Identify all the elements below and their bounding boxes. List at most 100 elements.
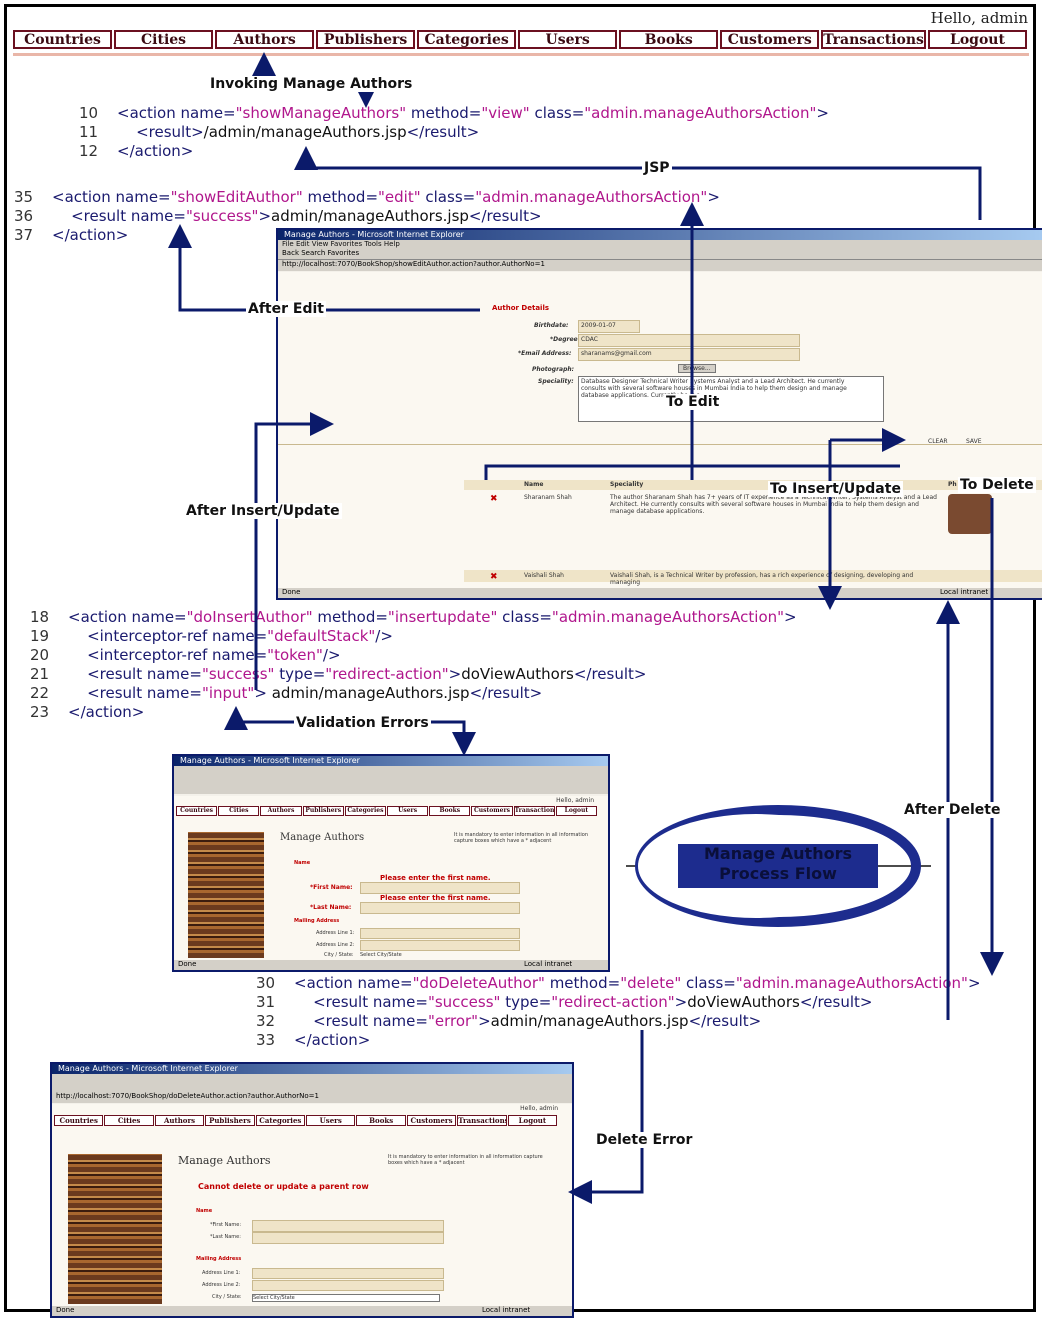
code-token: method=	[302, 188, 379, 206]
code-token: method=	[544, 974, 621, 992]
code-token: >	[784, 608, 797, 626]
speciality-label: Speciality:	[538, 378, 574, 385]
code-token: >	[478, 1012, 491, 1030]
label-after-delete: After Delete	[902, 802, 1003, 818]
mandatory-note: It is mandatory to enter information in …	[388, 1154, 543, 1166]
code-token: </result>	[469, 684, 543, 702]
row2-name: Vaishali Shah	[524, 572, 564, 579]
code-token: "doInsertAuthor"	[186, 608, 313, 626]
section-author-details: Author Details	[492, 304, 550, 312]
nav-item-countries[interactable]: Countries	[13, 30, 113, 49]
code-token: >	[816, 104, 829, 122]
addr2-label: Address Line 2:	[202, 1282, 241, 1288]
nav-item-users[interactable]: Users	[518, 30, 618, 49]
code-token: </result>	[573, 665, 647, 683]
code-line: 35<action name="showEditAuthor" method="…	[14, 188, 720, 207]
code-token: method=	[406, 104, 482, 122]
arrow-branch	[484, 464, 900, 480]
line-number: 23	[30, 703, 50, 721]
label-jsp: JSP	[642, 160, 672, 176]
nav-item-categories[interactable]: Categories	[417, 30, 517, 49]
nav-divider	[13, 53, 1029, 56]
code-token: <action name=	[52, 188, 171, 206]
mandatory-note: It is mandatory to enter information in …	[454, 832, 588, 844]
code-line: 11 <result>/admin/manageAuthors.jsp</res…	[79, 123, 829, 142]
line-number: 19	[30, 627, 50, 645]
nav-item-users: Users	[387, 806, 429, 816]
col-speciality: Speciality	[610, 481, 644, 488]
addr2-field	[252, 1280, 444, 1291]
last-name-field	[252, 1232, 444, 1244]
nav-item-authors[interactable]: Authors	[215, 30, 315, 49]
code-token: admin/manageAuthors.jsp	[490, 1012, 689, 1030]
code-do-delete-author: 30<action name="doDeleteAuthor" method="…	[256, 974, 981, 1050]
label-to-delete: To Delete	[958, 477, 1036, 493]
nav-item-books[interactable]: Books	[619, 30, 719, 49]
line-number: 11	[79, 123, 99, 141]
nav-item-categories: Categories	[344, 806, 387, 816]
code-token: <result name=	[68, 665, 202, 683]
nav-item-publishers: Publishers	[302, 806, 344, 816]
code-token: "insertupdate"	[387, 608, 498, 626]
label-after-insert: After Insert/Update	[184, 503, 342, 519]
nav-item-cities: Cities	[104, 1115, 154, 1126]
error-first-name: Please enter the first name.	[380, 874, 491, 882]
delete-x-icon-2: ✖	[490, 572, 498, 582]
email-field: sharanams@gmail.com	[581, 350, 652, 357]
line-number: 18	[30, 608, 50, 626]
nav-item-customers[interactable]: Customers	[720, 30, 820, 49]
code-token: <result name=	[68, 684, 202, 702]
nav-item-categories: Categories	[255, 1115, 306, 1126]
code-line: 23</action>	[30, 703, 797, 722]
city-select: Select City/State	[360, 952, 402, 958]
code-token: "redirect-action"	[325, 665, 449, 683]
save-button: SAVE	[966, 438, 982, 445]
label-delete-error: Delete Error	[594, 1132, 695, 1148]
line-number: 10	[79, 104, 99, 122]
code-token: <action name=	[117, 104, 236, 122]
code-token: <interceptor-ref name=	[68, 627, 268, 645]
nav-item-countries: Countries	[54, 1115, 104, 1126]
code-token: "redirect-action"	[551, 993, 675, 1011]
name-header: Name	[196, 1208, 213, 1214]
nav-item-logout[interactable]: Logout	[927, 30, 1027, 49]
degree-label: *Degree:	[550, 336, 580, 343]
nav-item-publishers[interactable]: Publishers	[316, 30, 416, 49]
nav-item-cities[interactable]: Cities	[114, 30, 214, 49]
arrow-after-insert	[254, 412, 334, 690]
code-token: method=	[312, 608, 388, 626]
nav-item-logout: Logout	[555, 806, 598, 816]
code-token: "admin.manageAuthorsAction"	[584, 104, 817, 122]
code-line: 18<action name="doInsertAuthor" method="…	[30, 608, 797, 627]
addr1-label: Address Line 1:	[316, 930, 355, 936]
addr2-field	[360, 940, 520, 951]
delete-x-icon: ✖	[490, 494, 498, 504]
edit-author-screenshot: Manage Authors - Microsoft Internet Expl…	[276, 228, 1042, 600]
code-token: >	[707, 188, 720, 206]
arrow-after-edit	[168, 224, 480, 312]
code-token: "showEditAuthor"	[170, 188, 303, 206]
last-name-field	[360, 902, 520, 914]
code-token: >	[448, 665, 462, 683]
mini-greeting: Hello, admin	[520, 1105, 558, 1112]
code-token: />	[375, 627, 393, 645]
code-token: "delete"	[620, 974, 682, 992]
logo-line1: Manage Authors	[704, 844, 852, 863]
code-line: 10<action name="showManageAuthors" metho…	[79, 104, 829, 123]
code-token: </result>	[799, 993, 873, 1011]
nav-item-authors: Authors	[260, 806, 302, 816]
books-image	[188, 832, 264, 958]
last-name-label: *Last Name:	[310, 904, 352, 911]
author-photo	[948, 494, 992, 534]
greeting: Hello, admin	[930, 9, 1028, 27]
code-token: class=	[529, 104, 585, 122]
code-token: <action name=	[68, 608, 187, 626]
nav-item-transactions[interactable]: Transactions	[821, 30, 926, 49]
code-token: "admin.manageAuthorsAction"	[551, 608, 785, 626]
line-number: 37	[14, 226, 34, 244]
code-token: class=	[681, 974, 736, 992]
